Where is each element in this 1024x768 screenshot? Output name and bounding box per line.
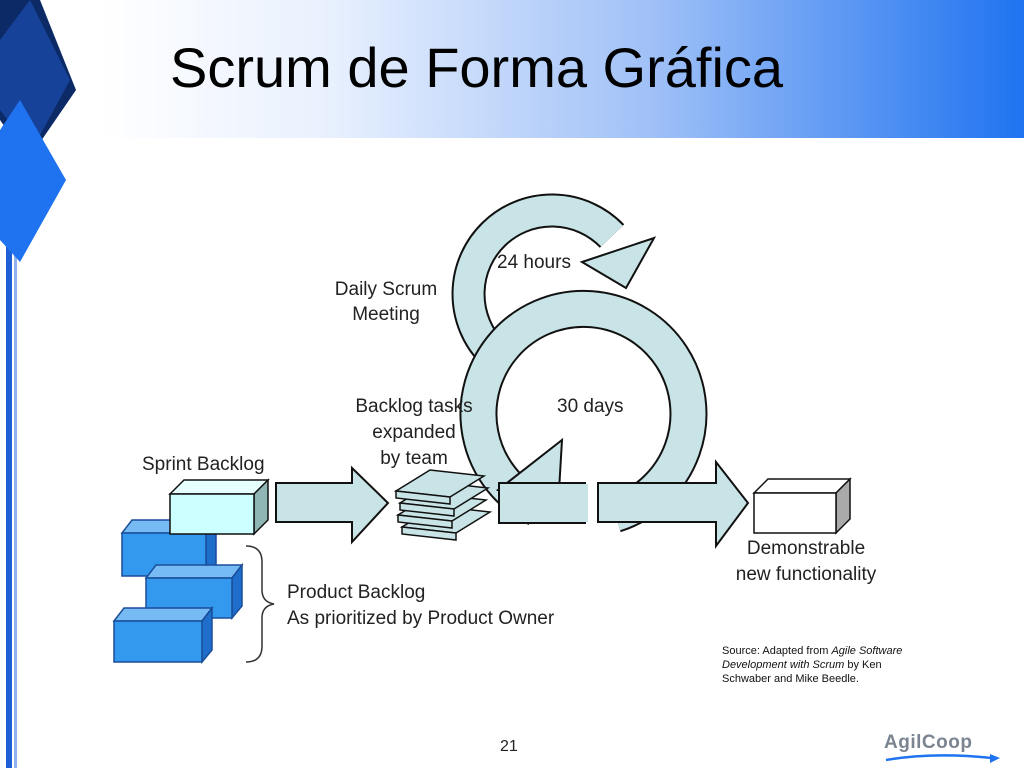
label-demonstrable: Demonstrable xyxy=(747,538,865,559)
label-product-backlog: Product Backlog xyxy=(287,582,425,603)
source-by: by Ken xyxy=(844,659,881,671)
label-daily-scrum: Daily Scrum xyxy=(335,279,437,300)
sprint-cycle-base-fill xyxy=(560,484,588,522)
left-decoration xyxy=(0,0,76,768)
sprint-backlog-box xyxy=(168,478,270,536)
page-number: 21 xyxy=(500,738,518,755)
label-backlog-tasks: Backlog tasks xyxy=(355,396,472,417)
source-book-part1: Agile Software xyxy=(830,645,902,657)
source-prefix: Source: Adapted from xyxy=(722,645,831,657)
label-meeting: Meeting xyxy=(352,304,420,325)
source-line-3: Schwaber and Mike Beedle. xyxy=(722,673,859,685)
product-backlog-boxes xyxy=(112,517,244,665)
product-backlog-brace xyxy=(245,545,275,663)
label-prioritized: As prioritized by Product Owner xyxy=(287,608,555,629)
left-bar xyxy=(6,0,12,768)
agilcoop-logo: AgilCoop xyxy=(884,732,973,753)
source-book-part2: Development with Scrum xyxy=(722,659,844,671)
label-by-team: by team xyxy=(380,448,448,469)
title-banner xyxy=(100,0,1024,138)
label-30-days: 30 days xyxy=(557,396,624,417)
left-bar-thin xyxy=(14,0,17,768)
source-line-1: Source: Adapted from Agile Software xyxy=(722,645,902,657)
label-new-functionality: new functionality xyxy=(736,564,877,585)
arrow-to-demonstrable xyxy=(597,459,750,550)
daily-cycle-arrow xyxy=(453,195,623,363)
diamond-shape-light xyxy=(0,100,66,262)
label-expanded: expanded xyxy=(372,422,455,443)
demonstrable-box xyxy=(752,477,852,535)
sprint-cycle-arrow xyxy=(461,291,706,531)
arrow-to-tasks xyxy=(275,465,390,545)
slide-title: Scrum de Forma Gráfica xyxy=(170,36,784,99)
backlog-tasks-stack xyxy=(393,469,493,541)
logo-swoosh-icon xyxy=(885,754,1000,763)
label-sprint-backlog: Sprint Backlog xyxy=(142,454,265,475)
daily-cycle-arrowhead xyxy=(579,236,657,290)
source-line-2: Development with Scrum by Ken xyxy=(722,659,882,671)
label-24-hours: 24 hours xyxy=(497,252,571,273)
